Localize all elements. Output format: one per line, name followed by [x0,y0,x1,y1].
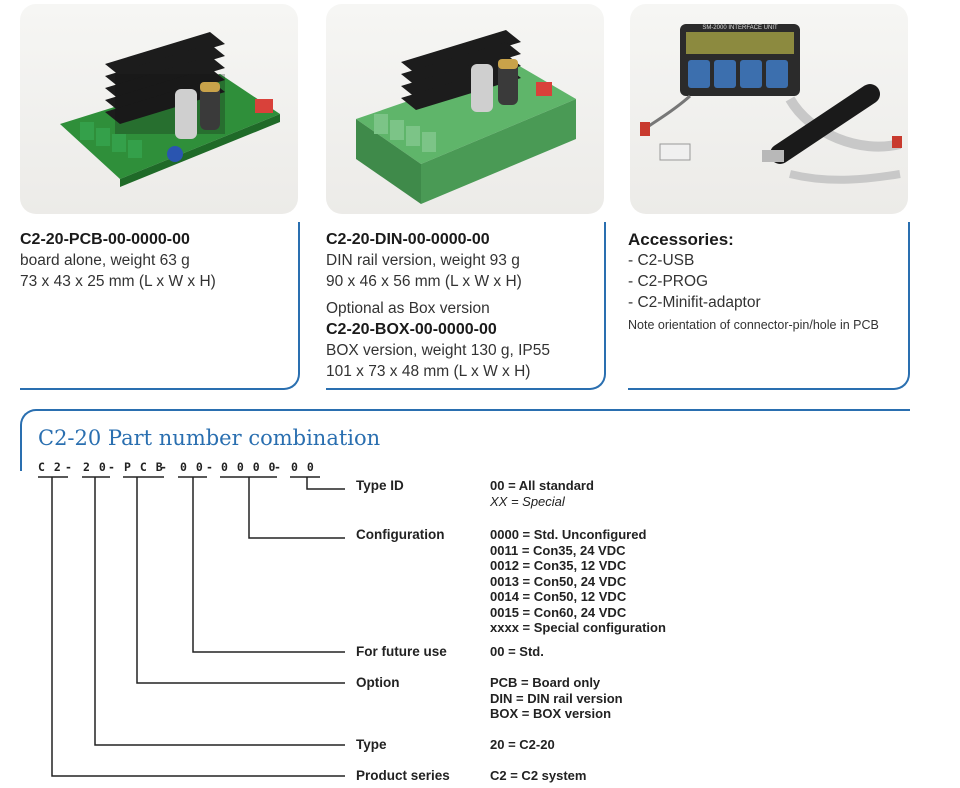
field-label-type: Type [356,737,387,752]
field-value: 00 = All standard [490,478,594,493]
field-value: DIN = DIN rail version [490,690,623,706]
code-segment-config: 0 0 0 0 [221,460,277,474]
field-value: xxxx = Special configuration [490,620,666,635]
pcb-part-number: C2-20-PCB-00-0000-00 [20,231,190,248]
connector-option [136,477,345,684]
field-value: 20 = C2-20 [490,737,555,752]
pcb-description: board alone, weight 63 g [20,252,190,269]
accessory-item: - C2-PROG [628,273,709,290]
field-values-series: C2 = C2 system [490,768,586,784]
field-value: 0012 = Con35, 12 VDC [490,558,627,573]
accessories-card: Accessories: - C2-USB - C2-PROG - C2-Min… [628,222,910,390]
pcb-dimensions: 73 x 43 x 25 mm (L x W x H) [20,273,216,290]
field-value: XX = Special [490,493,565,509]
din-rail-photo [326,4,604,214]
field-label-future: For future use [356,644,447,659]
field-value: C2 = C2 system [490,768,587,783]
code-segment-series: C 2 [38,460,62,474]
code-separator: - [206,460,214,474]
field-value: PCB = Board only [490,675,601,690]
connector-typeid [306,477,345,490]
field-value: 0013 = Con50, 24 VDC [490,573,627,589]
code-segment-future: 0 0 [180,460,204,474]
field-values-typeid: 00 = All standard XX = Special [490,478,594,509]
code-separator: - [65,460,73,474]
accessory-item: - C2-Minifit-adaptor [628,294,761,311]
din-rail-illustration [356,30,576,204]
accessories-note: Note orientation of connector-pin/hole i… [628,318,879,332]
din-part-number: C2-20-DIN-00-0000-00 [326,231,490,248]
accessory-item: - C2-USB [628,252,695,269]
code-separator: - [160,460,168,474]
field-label-option: Option [356,675,400,690]
din-product-card: C2-20-DIN-00-0000-00 DIN rail version, w… [326,222,606,390]
code-segment-option: P C B [124,460,164,474]
field-values-config: 0000 = Std. Unconfigured 0011 = Con35, 2… [490,527,666,636]
field-label-series: Product series [356,768,450,783]
code-separator: - [108,460,116,474]
field-value: 00 = Std. [490,644,544,659]
field-values-type: 20 = C2-20 [490,737,555,753]
box-optional-label: Optional as Box version [326,300,490,317]
accessories-title: Accessories: [628,230,734,249]
accessories-photo: SM-2000 INTERFACE UNIT [630,4,908,214]
pcb-board-illustration [60,32,280,187]
field-values-future: 00 = Std. [490,644,544,660]
interface-unit-text: SM-2000 INTERFACE UNIT [702,25,778,31]
section-title: C2-20 Part number combination [38,426,381,450]
field-value: 0014 = Con50, 12 VDC [490,589,627,604]
box-part-number: C2-20-BOX-00-0000-00 [326,321,497,338]
field-value: BOX = BOX version [490,706,612,721]
field-label-typeid: Type ID [356,478,404,493]
box-dimensions: 101 x 73 x 48 mm (L x W x H) [326,363,531,380]
din-dimensions: 90 x 46 x 56 mm (L x W x H) [326,273,522,290]
field-value: 0011 = Con35, 24 VDC [490,542,626,558]
field-label-config: Configuration [356,527,445,542]
connector-config [248,477,345,539]
field-value: 0000 = Std. Unconfigured [490,527,647,542]
connector-series [51,477,345,777]
code-separator: - [274,460,282,474]
field-value: 0015 = Con60, 24 VDC [490,604,627,620]
connector-future [192,477,345,653]
pcb-product-card: C2-20-PCB-00-0000-00 board alone, weight… [20,222,300,390]
box-description: BOX version, weight 130 g, IP55 [326,342,551,359]
field-values-option: PCB = Board only DIN = DIN rail version … [490,675,623,722]
accessories-illustration: SM-2000 INTERFACE UNIT [640,24,902,184]
pcb-board-photo [20,4,298,214]
part-number-section: C2-20 Part number combination [20,409,910,471]
code-segment-type: 2 0 [83,460,107,474]
code-segment-typeid: 0 0 [291,460,315,474]
connector-type [94,477,345,746]
din-description: DIN rail version, weight 93 g [326,252,520,269]
